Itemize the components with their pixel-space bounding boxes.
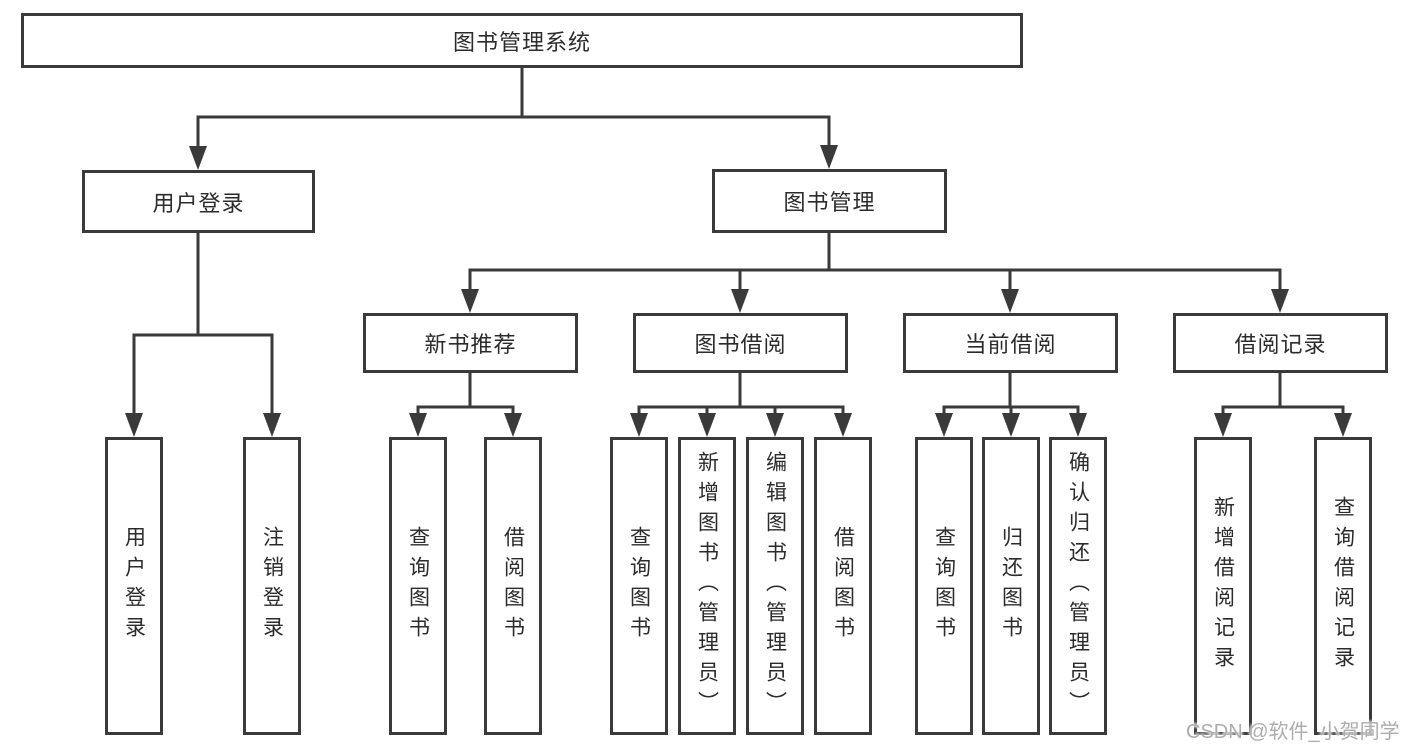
csdn-watermark: CSDN @软件_小贺同学 bbox=[1186, 721, 1400, 743]
node-leaf-user-login: 用户登录 bbox=[105, 437, 163, 735]
node-leaf-query-books-recommend: 查询图书 bbox=[389, 437, 447, 735]
node-label: 查询图书 bbox=[627, 526, 651, 646]
node-root-library-system: 图书管理系统 bbox=[21, 13, 1023, 68]
node-leaf-borrow-books-recommend: 借阅图书 bbox=[484, 437, 542, 735]
node-leaf-logout: 注销登录 bbox=[243, 437, 301, 735]
node-user-login-module: 用户登录 bbox=[82, 170, 315, 233]
node-leaf-add-borrow-record: 新增借阅记录 bbox=[1194, 437, 1252, 735]
node-label: 借阅记录 bbox=[1234, 332, 1327, 357]
node-leaf-query-books-borrowing: 查询图书 bbox=[610, 437, 668, 735]
node-label: 图书管理 bbox=[783, 190, 876, 215]
node-book-borrowing: 图书借阅 bbox=[633, 313, 848, 373]
node-current-borrowing: 当前借阅 bbox=[903, 313, 1118, 373]
node-book-management-module: 图书管理 bbox=[712, 169, 947, 233]
node-leaf-borrow-books: 借阅图书 bbox=[814, 437, 872, 735]
node-leaf-query-borrow-record: 查询借阅记录 bbox=[1314, 437, 1372, 735]
node-leaf-return-books: 归还图书 bbox=[982, 437, 1040, 735]
node-label: 借阅图书 bbox=[831, 526, 855, 646]
node-borrowing-records: 借阅记录 bbox=[1173, 313, 1388, 373]
node-label: 借阅图书 bbox=[501, 526, 525, 646]
node-label: 新增图书（管理员） bbox=[695, 451, 719, 721]
node-label: 用户登录 bbox=[122, 526, 146, 646]
node-label: 图书借阅 bbox=[694, 332, 787, 357]
node-label: 归还图书 bbox=[999, 526, 1023, 646]
node-label: 查询图书 bbox=[932, 526, 956, 646]
node-label: 当前借阅 bbox=[964, 332, 1057, 357]
node-label: 查询图书 bbox=[406, 526, 430, 646]
node-leaf-confirm-return-admin: 确认归还（管理员） bbox=[1049, 437, 1107, 735]
node-label: 新书推荐 bbox=[424, 332, 517, 357]
node-new-book-recommend: 新书推荐 bbox=[363, 313, 578, 373]
node-label: 新增借阅记录 bbox=[1211, 496, 1235, 676]
node-label: 注销登录 bbox=[260, 526, 284, 646]
node-leaf-edit-books-admin: 编辑图书（管理员） bbox=[746, 437, 804, 735]
node-label: 编辑图书（管理员） bbox=[763, 451, 787, 721]
node-label: 确认归还（管理员） bbox=[1066, 451, 1090, 721]
node-leaf-query-books-current: 查询图书 bbox=[915, 437, 973, 735]
node-label: 图书管理系统 bbox=[452, 29, 591, 55]
node-label: 查询借阅记录 bbox=[1331, 496, 1355, 676]
node-leaf-add-books-admin: 新增图书（管理员） bbox=[678, 437, 736, 735]
node-label: 用户登录 bbox=[152, 190, 245, 216]
